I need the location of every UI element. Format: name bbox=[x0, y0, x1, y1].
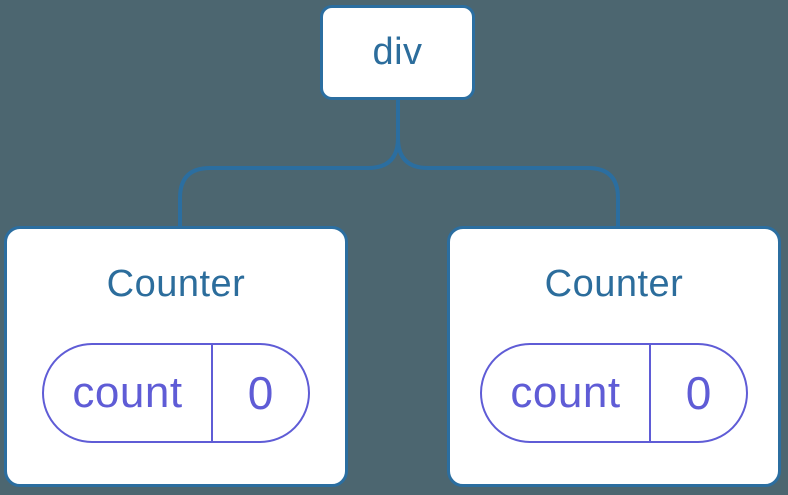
root-node-label: div bbox=[372, 31, 423, 73]
component-card-counter-2: Counter count 0 bbox=[447, 226, 781, 487]
component-title: Counter bbox=[544, 263, 684, 305]
state-key: count bbox=[72, 367, 183, 417]
component-title: Counter bbox=[106, 263, 246, 305]
state-value: 0 bbox=[685, 366, 712, 419]
state-divider bbox=[649, 344, 651, 441]
state-pill: count 0 bbox=[480, 342, 748, 443]
root-node: div bbox=[320, 5, 475, 100]
connector-branch-right bbox=[396, 100, 620, 227]
state-value: 0 bbox=[247, 366, 274, 419]
component-card-counter-1: Counter count 0 bbox=[4, 226, 348, 487]
state-key: count bbox=[510, 367, 621, 417]
state-pill: count 0 bbox=[42, 342, 310, 443]
connector-branch-left bbox=[178, 100, 400, 227]
state-divider bbox=[211, 344, 213, 441]
